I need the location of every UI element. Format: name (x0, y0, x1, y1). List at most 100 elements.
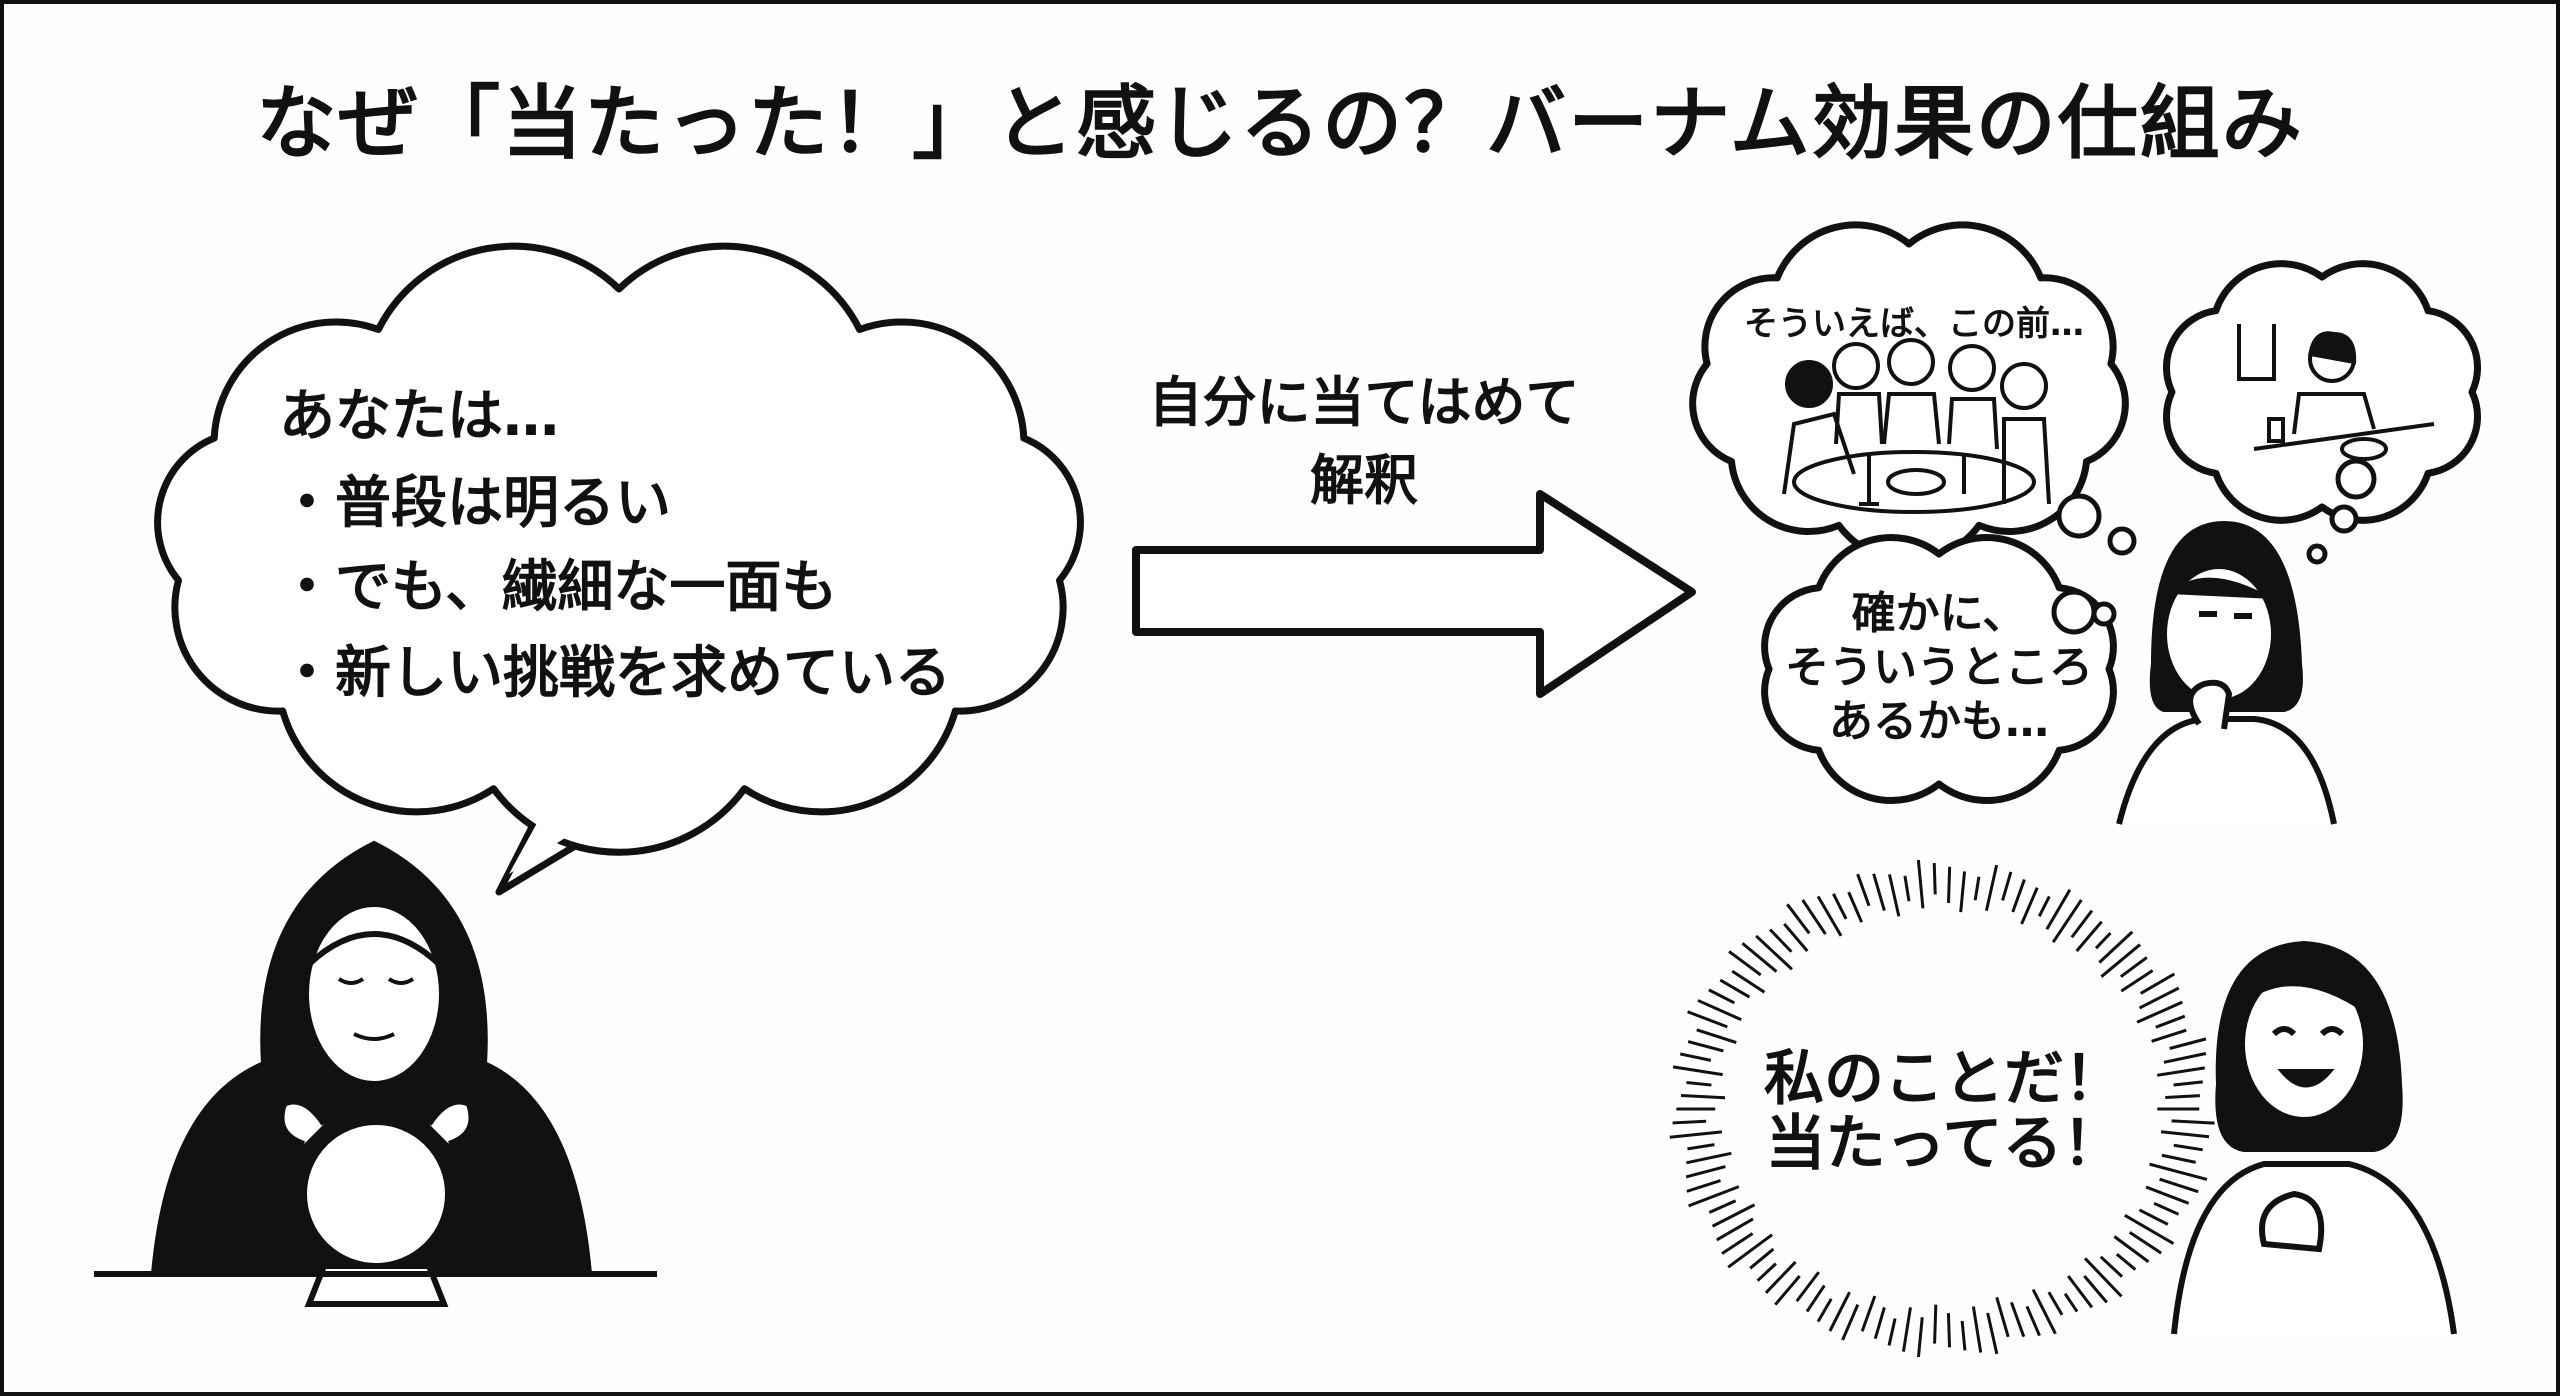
burst-ray (2067, 1275, 2094, 1309)
burst-ray (1801, 899, 1827, 935)
burst-ray (2163, 1052, 2207, 1064)
burst-ray (2098, 930, 2134, 964)
burst-ray (2037, 895, 2051, 917)
burst-ray (2063, 1292, 2079, 1313)
burst-ray (1741, 942, 1778, 973)
burst-ray (2119, 956, 2148, 978)
burst-ray (2099, 1255, 2124, 1278)
burst-ray (1873, 1307, 1886, 1340)
burst-ray (1903, 875, 1911, 902)
burst-ray (1841, 1304, 1860, 1341)
fortune-teller-figure (94, 840, 657, 1307)
burst-ray (1916, 1317, 1924, 1358)
burst-ray (1816, 1298, 1833, 1323)
burst-ray (2094, 932, 2112, 950)
burst-ray (2160, 1130, 2210, 1139)
burst-ray (1687, 1143, 1715, 1151)
burst-ray (1973, 876, 1981, 901)
burst-ray (2159, 1177, 2199, 1194)
burst-ray (1687, 1040, 1724, 1053)
burst-ray (2075, 920, 2103, 952)
burst-ray (1696, 1028, 1737, 1045)
burst-ray (1887, 1318, 1897, 1346)
arrow-label-line1: 自分に当てはめて (1148, 371, 1580, 434)
burst-ray (2161, 1153, 2196, 1164)
burst-ray (1774, 1275, 1801, 1306)
burst-ray (2173, 1080, 2203, 1087)
burst-ray (2100, 943, 2141, 978)
burst-ray (1786, 903, 1811, 935)
burst-ray (1764, 1260, 1797, 1294)
burst-ray (2051, 899, 2083, 944)
burst-ray (1685, 1165, 1726, 1179)
burst-ray (1686, 1179, 1721, 1193)
burst-ray (2138, 986, 2180, 1010)
alone-memory-scene (2237, 324, 2435, 461)
burst-ray (1680, 1093, 1726, 1100)
burst-ray (2001, 871, 2013, 901)
burst-ray (2155, 1014, 2186, 1029)
burst-ray (1756, 1262, 1777, 1282)
burst-ray (1832, 893, 1848, 920)
memory-bubble-text: そういえば、この前… (1744, 304, 2084, 344)
burst-ray (2151, 1028, 2187, 1043)
burst-ray (1946, 1313, 1952, 1348)
burst-ray (2010, 1301, 2026, 1338)
burst-line1: 私のことだ！ (1764, 1044, 2124, 1114)
burst-ray (1728, 950, 1762, 977)
burst-ray (2139, 972, 2176, 995)
burst-ray (1708, 988, 1736, 1005)
burst-ray (1916, 859, 1925, 909)
burst-ray (1721, 1232, 1754, 1255)
burst-ray (2011, 879, 2026, 913)
arrow-label-line2: 解釈 (1310, 449, 1418, 512)
burst-ray (2128, 1231, 2162, 1255)
reflection-line3: あるかも… (1829, 696, 2049, 747)
burst-ray (1769, 928, 1793, 953)
burst-ray (1783, 922, 1809, 952)
burst-ray (1731, 969, 1766, 994)
burst-ray (2025, 1305, 2041, 1337)
speech-intro: あなたは… (279, 384, 559, 449)
burst-ray (1687, 1010, 1728, 1029)
burst-ray (1711, 1203, 1756, 1228)
burst-ray (1688, 1185, 1740, 1208)
burst-ray (2031, 1288, 2057, 1335)
burst-ray (2153, 1201, 2180, 1216)
thinking-woman-figure (2116, 520, 2337, 825)
burst-ray (1995, 1296, 2010, 1338)
burst-ray (1887, 874, 1901, 917)
burst-ray (1959, 871, 1967, 913)
burst-ray (2020, 887, 2039, 925)
burst-ray (2124, 1214, 2175, 1245)
burst-ray (2171, 1119, 2215, 1125)
burst-ray (1932, 863, 1937, 895)
burst-ray (1901, 1307, 1912, 1352)
burst-ray (2113, 1235, 2150, 1263)
burst-ray (1986, 1312, 1999, 1355)
burst-ray (1716, 1217, 1754, 1242)
burst-ray (2045, 888, 2072, 930)
burst-ray (2070, 909, 2094, 939)
burst-ray (1816, 895, 1843, 937)
burst-ray (2156, 1066, 2206, 1077)
burst-ray (1727, 1233, 1774, 1269)
burst-ray (1795, 1271, 1820, 1303)
burst-ray (2047, 1291, 2064, 1316)
burst-ray (1669, 1130, 1723, 1139)
burst-ray (1933, 1304, 1938, 1344)
illustration-canvas (94, 221, 2482, 1358)
burst-ray (2136, 1000, 2183, 1024)
speech-bullet-2: ・でも、繊細な一面も (279, 555, 838, 620)
reflection-line1: 確かに、 (1851, 588, 2027, 639)
exclamation-burst (1669, 859, 2215, 1358)
burst-ray (1686, 1151, 1732, 1165)
reflection-line2: そういうところ (1785, 642, 2093, 693)
burst-ray (1755, 934, 1794, 971)
page-title: なぜ「当たった！」と感じるの？バーナム効果の仕組み (256, 77, 2304, 170)
burst-ray (1672, 1065, 1723, 1077)
burst-ray (1749, 1247, 1775, 1270)
thought-bubble-dots (2051, 458, 2377, 635)
burst-ray (2120, 969, 2154, 993)
